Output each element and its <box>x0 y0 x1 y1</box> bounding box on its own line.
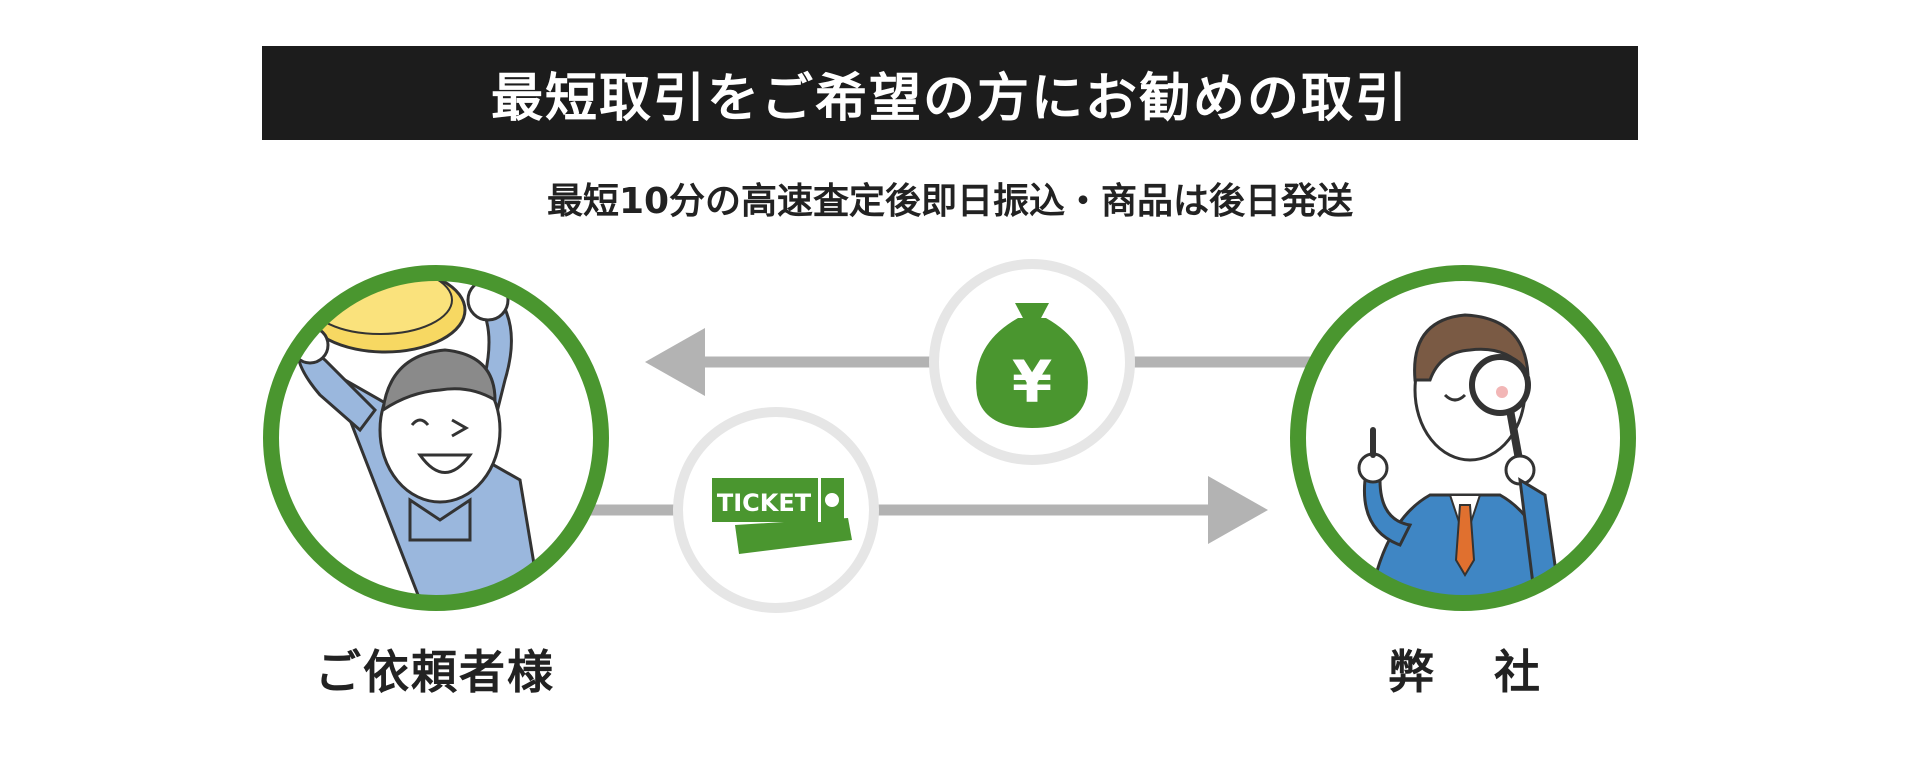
ticket-icon <box>712 478 852 554</box>
ticket-badge: TICKET <box>673 407 879 613</box>
money-symbol: ¥ <box>1012 348 1052 416</box>
ticket-text: TICKET <box>717 489 812 517</box>
client-label: ご依頼者様 <box>315 645 555 699</box>
title-banner: 最短取引をご希望の方にお勧めの取引 <box>262 46 1638 140</box>
client-illustration <box>263 265 609 611</box>
banner-title: 最短取引をご希望の方にお勧めの取引 <box>490 68 1409 129</box>
company-label: 弊 社 <box>1387 645 1562 699</box>
goods-arrow <box>530 476 1268 544</box>
subtitle: 最短10分の高速査定後即日振込・商品は後日発送 <box>546 181 1354 222</box>
money-bag-icon <box>976 303 1088 428</box>
money-badge: ¥ <box>929 259 1135 465</box>
company-illustration <box>1290 265 1636 611</box>
